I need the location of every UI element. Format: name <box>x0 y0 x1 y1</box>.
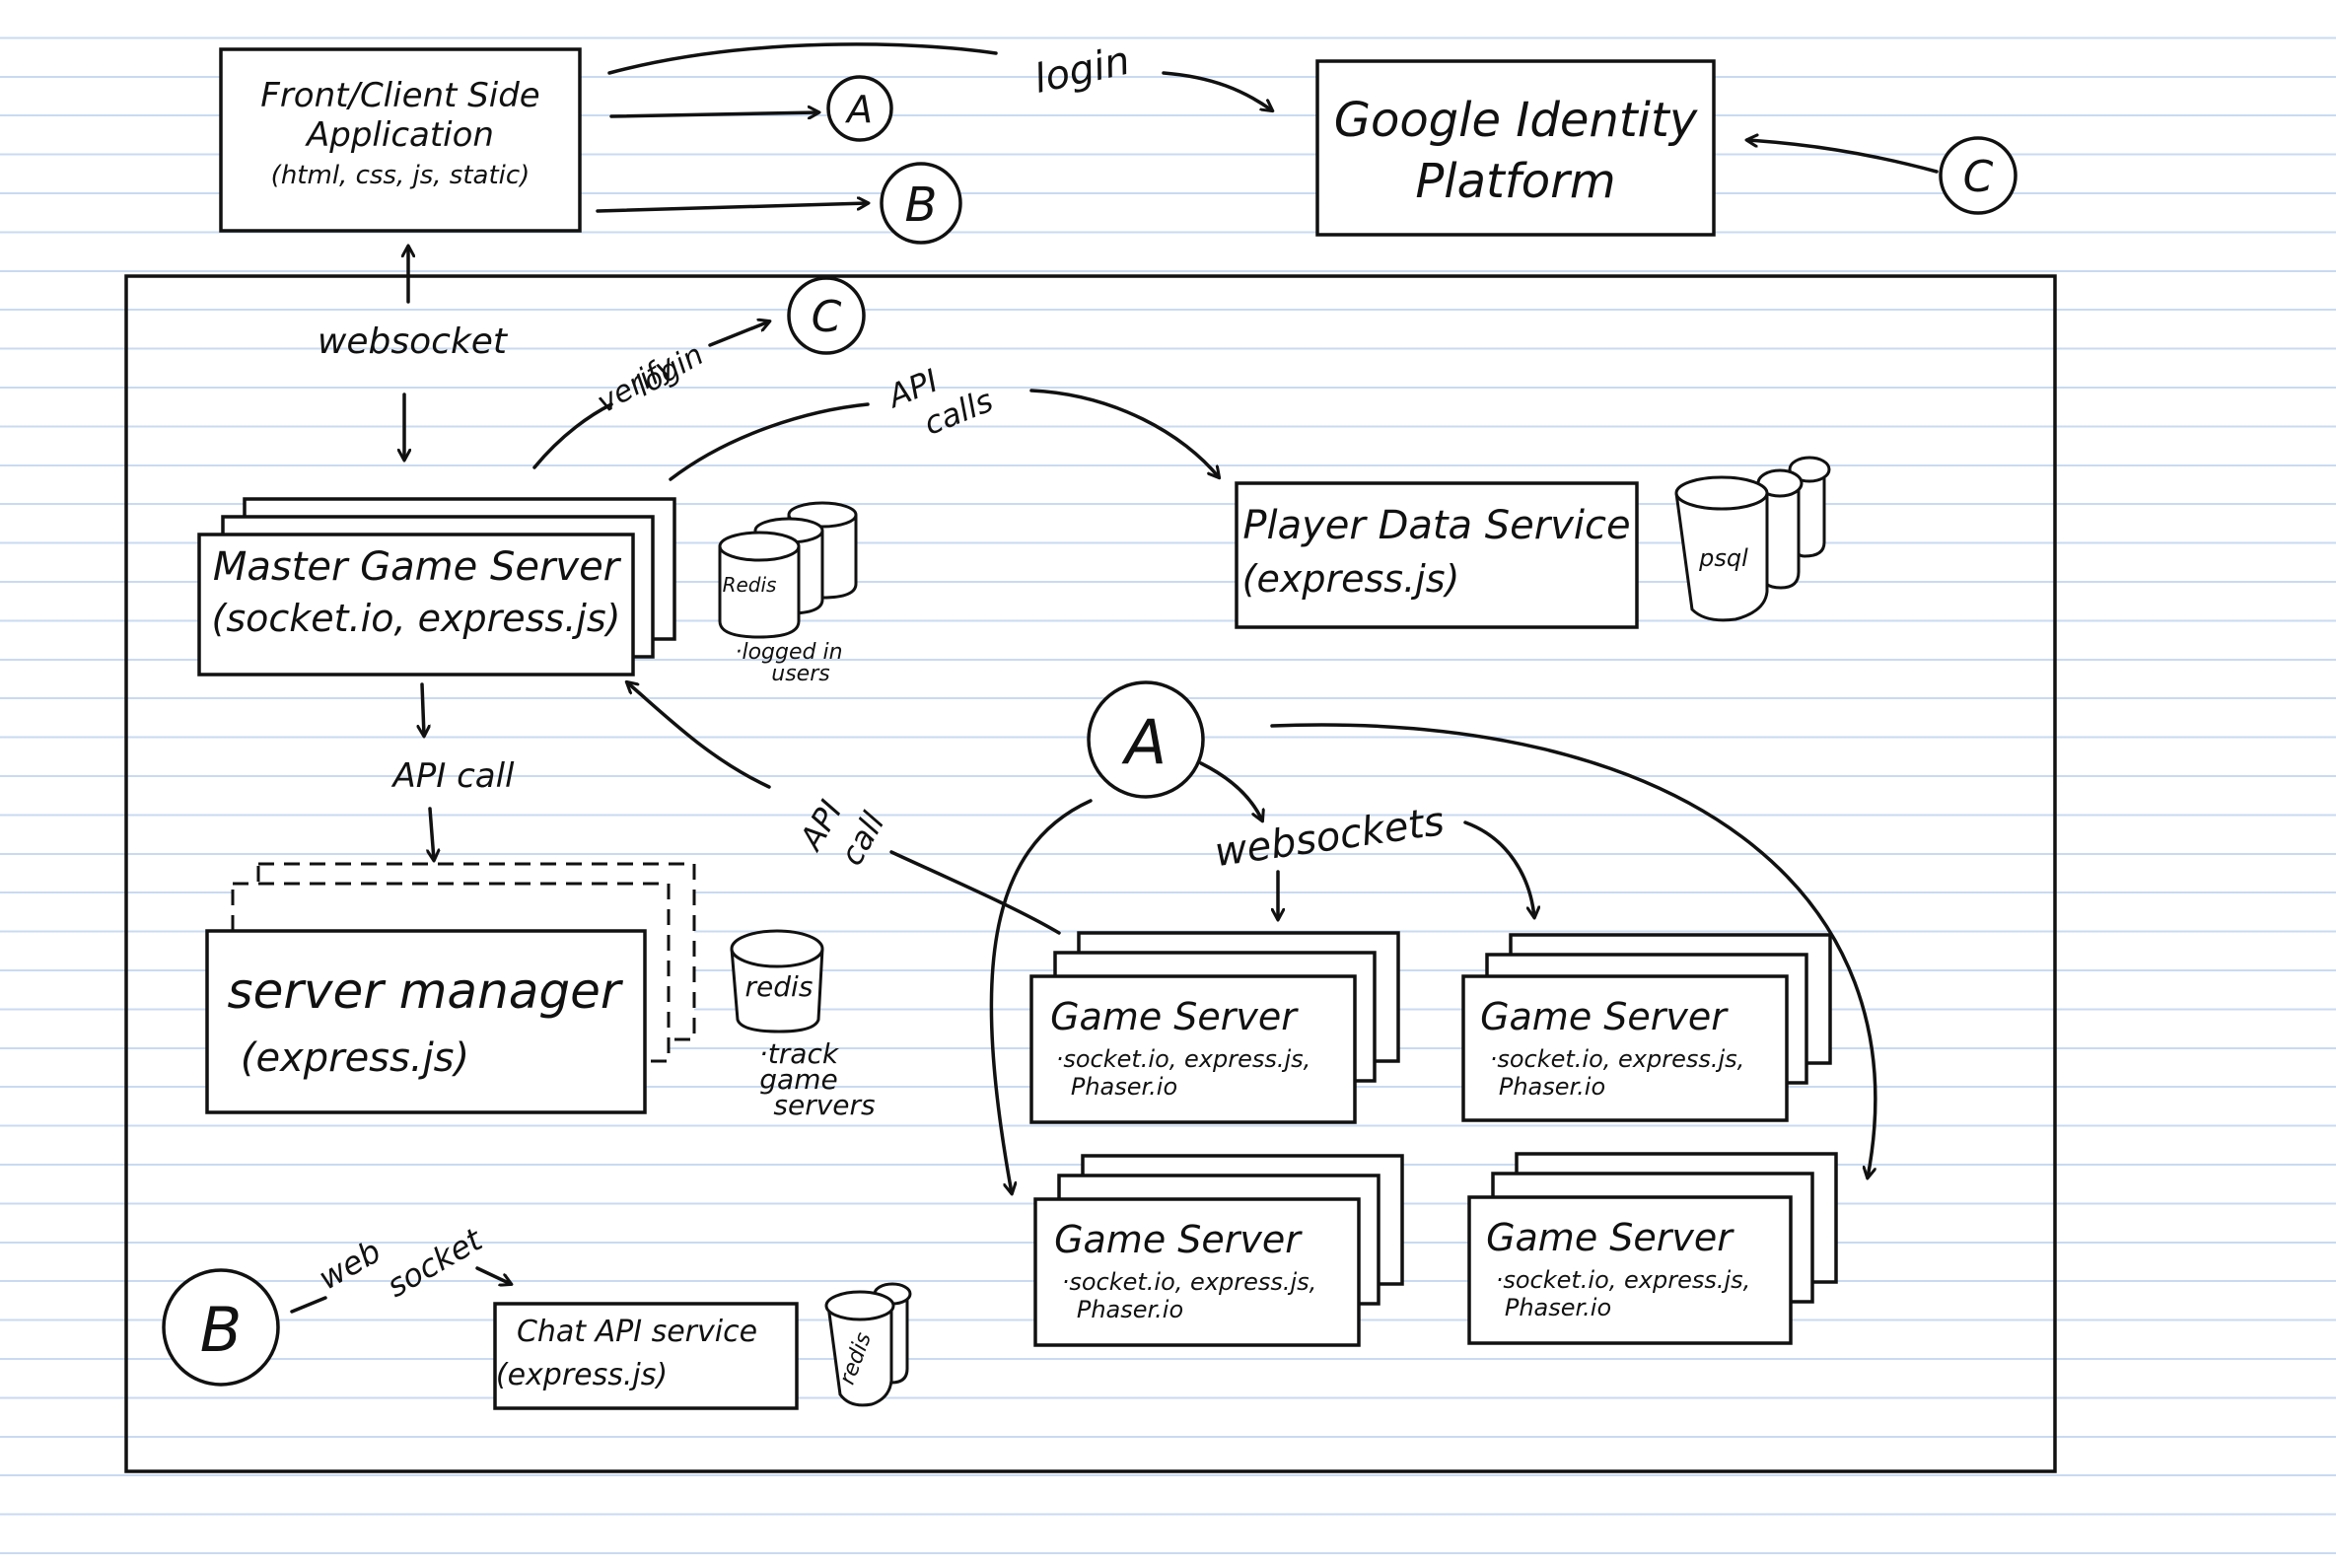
redis-chat-db: redis <box>824 1282 912 1407</box>
connector-A-top-label: A <box>844 88 873 131</box>
chat-websocket-label-2: socket <box>381 1220 490 1305</box>
game-server-4-title: Game Server <box>1486 1216 1734 1259</box>
redis-manager-label: redis <box>745 970 814 1003</box>
server-manager-subtitle: (express.js) <box>241 1035 469 1081</box>
game-server-1-detail1: ·socket.io, express.js, <box>1056 1045 1311 1073</box>
login-arrow <box>607 42 998 75</box>
google-title-line2: Platform <box>1415 154 1615 209</box>
websocket-label: websocket <box>318 321 509 362</box>
game-server-3-detail2: Phaser.io <box>1077 1296 1183 1323</box>
game-server-2-detail1: ·socket.io, express.js, <box>1490 1045 1745 1073</box>
server-manager-node: server manager (express.js) <box>205 862 696 1114</box>
game-server-1-title: Game Server <box>1050 995 1299 1038</box>
connector-B-top-label: B <box>905 178 938 233</box>
connector-C-right-label: C <box>1963 152 1994 202</box>
to-A-arrow <box>609 112 818 116</box>
game-server-3: Game Server ·socket.io, express.js, Phas… <box>1033 1154 1404 1347</box>
frontend-subtitle: (html, css, js, static) <box>271 161 531 190</box>
connector-B-inner: B <box>162 1268 280 1387</box>
redis-manager-note1: ·track <box>759 1037 840 1070</box>
game-server-3-title: Game Server <box>1054 1218 1303 1261</box>
connector-A-inner-label: A <box>1121 706 1167 778</box>
redis-manager-note3: servers <box>773 1089 875 1121</box>
api-calls-arrow <box>669 402 870 481</box>
chat-subtitle: (express.js) <box>496 1358 668 1392</box>
connector-A-top: A <box>826 75 893 142</box>
game-server-1: Game Server ·socket.io, express.js, Phas… <box>1029 931 1400 1124</box>
websockets-label: websockets <box>1212 799 1447 876</box>
google-title-line1: Google Identity <box>1334 93 1698 148</box>
verify-login-label: login <box>630 337 710 403</box>
master-title: Master Game Server <box>213 544 622 590</box>
master-game-server-node: Master Game Server (socket.io, express.j… <box>197 497 676 677</box>
game-server-4: Game Server ·socket.io, express.js, Phas… <box>1467 1152 1838 1345</box>
chat-api-service-node: Chat API service (express.js) <box>493 1302 799 1410</box>
redis-master-db: Redis ·logged in users <box>718 501 858 686</box>
redis-manager-note2: game <box>759 1063 837 1096</box>
connector-C-right: C <box>1939 136 2017 215</box>
connector-C-inner: C <box>787 276 866 355</box>
frontend-node: Front/Client Side Application (html, css… <box>219 47 582 233</box>
A-to-right-bottom-arrow <box>1270 723 1877 1177</box>
frontend-title-line1: Front/Client Side <box>260 76 539 115</box>
redis-master-label: Redis <box>723 573 777 597</box>
redis-master-note2: users <box>771 662 829 686</box>
game-server-3-detail1: ·socket.io, express.js, <box>1062 1268 1317 1296</box>
A-to-left-bottom-arrow <box>989 799 1093 1193</box>
server-manager-title: server manager <box>228 962 624 1020</box>
api-call-label: API call <box>390 756 515 796</box>
login-label: login <box>1030 38 1134 103</box>
psql-label: psql <box>1698 544 1748 572</box>
connector-B-top: B <box>880 162 962 245</box>
player-data-subtitle: (express.js) <box>1242 557 1460 601</box>
player-data-service-node: Player Data Service (express.js) <box>1235 481 1639 629</box>
connector-C-inner-label: C <box>812 292 842 342</box>
game-server-2-title: Game Server <box>1480 995 1729 1038</box>
game-server-4-detail2: Phaser.io <box>1505 1294 1611 1321</box>
redis-manager-db: redis ·track game servers <box>730 929 876 1121</box>
chat-websocket-label-1: web <box>312 1232 387 1297</box>
game-server-4-detail1: ·socket.io, express.js, <box>1496 1266 1751 1294</box>
psql-db: psql <box>1674 456 1831 622</box>
backend-container <box>124 274 2057 1473</box>
google-identity-node: Google Identity Platform <box>1315 59 1716 237</box>
connector-B-inner-label: B <box>200 1294 243 1366</box>
player-data-title: Player Data Service <box>1242 503 1630 548</box>
game-server-2: Game Server ·socket.io, express.js, Phas… <box>1461 933 1832 1122</box>
verify-login-arrow <box>532 402 613 469</box>
connector-A-inner: A <box>1087 680 1205 799</box>
C-to-google-arrow <box>1747 140 1939 174</box>
to-B-arrow <box>596 203 868 213</box>
redis-master-note1: ·logged in <box>735 640 842 665</box>
game-server-1-detail2: Phaser.io <box>1071 1073 1177 1101</box>
master-subtitle: (socket.io, express.js) <box>212 597 621 640</box>
game-server-2-detail2: Phaser.io <box>1499 1073 1605 1101</box>
api-call-to-master-arrow <box>627 682 771 789</box>
frontend-title-line2: Application <box>305 115 494 155</box>
chat-title: Chat API service <box>517 1315 757 1349</box>
